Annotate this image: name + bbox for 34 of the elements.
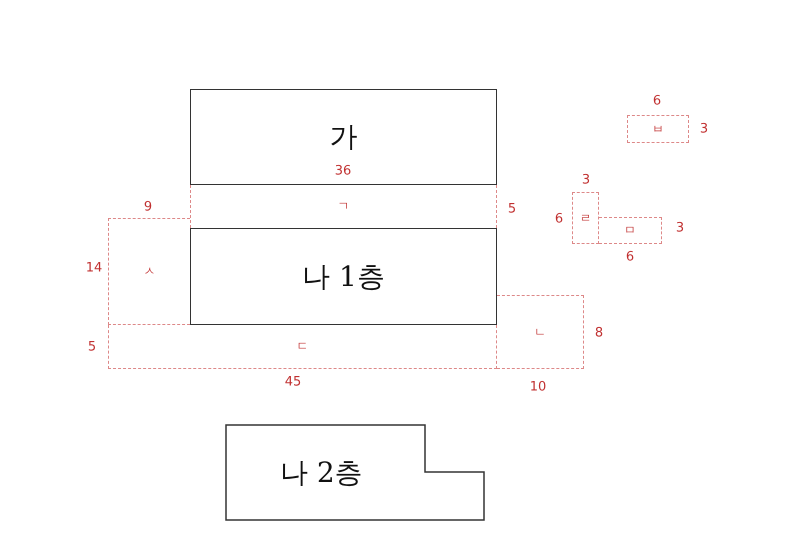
- dimension-label: 10: [530, 380, 546, 394]
- area-label: ㄷ: [296, 338, 308, 355]
- dimension-label: 6: [652, 94, 662, 108]
- building-label: 나 1층: [302, 258, 385, 294]
- dimension-label: 45: [284, 374, 302, 390]
- building-outline: [190, 228, 497, 325]
- area-label: ㄱ: [338, 198, 350, 215]
- area-label: ㅁ: [624, 222, 636, 239]
- area-outline: [108, 325, 497, 369]
- dimension-label: 3: [582, 172, 590, 188]
- dimension-label: 6: [626, 250, 634, 264]
- dimension-label: 36: [334, 164, 352, 178]
- dimension-label: 8: [594, 326, 604, 340]
- dimension-label: 14: [86, 260, 102, 276]
- dimension-label: 5: [508, 202, 516, 216]
- dimension-label: 3: [700, 122, 708, 136]
- area-label: ㅅ: [144, 263, 156, 280]
- building-outline: [225, 424, 485, 521]
- area-label: ㅂ: [652, 120, 664, 138]
- area-outline: [497, 295, 584, 369]
- area-outline: [572, 192, 599, 244]
- dimension-label: 3: [676, 220, 684, 236]
- dimension-label: 5: [88, 340, 96, 354]
- dimension-label: 9: [144, 200, 152, 214]
- area-label: ㄴ: [534, 324, 546, 340]
- building-label: 나 2층: [280, 454, 363, 490]
- building-label: 가: [330, 119, 358, 155]
- area-outline: [599, 217, 662, 244]
- area-outline: [108, 218, 190, 325]
- area-label: ㄹ: [580, 210, 592, 226]
- dimension-label: 6: [554, 212, 564, 226]
- building-outline: [190, 89, 497, 185]
- area-outline: [190, 185, 497, 228]
- area-outline: [627, 115, 689, 143]
